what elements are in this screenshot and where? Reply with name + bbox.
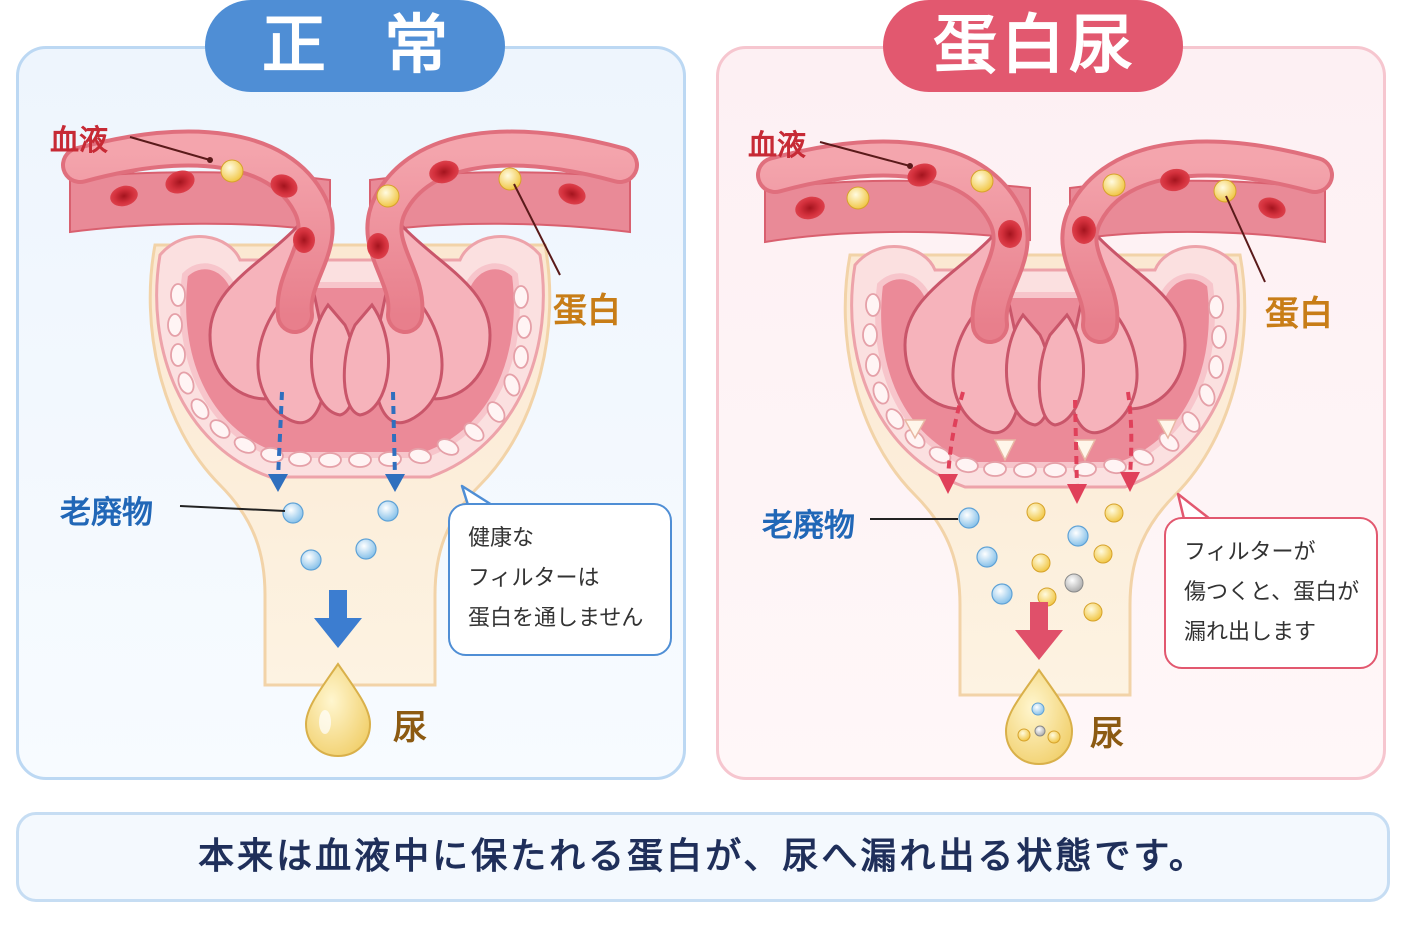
callout-line: 漏れ出します <box>1184 620 1317 645</box>
urine-drop-icon <box>304 662 372 758</box>
normal-diagram <box>70 137 630 758</box>
urine-drop-icon <box>1004 668 1074 766</box>
arrow-down-icon <box>1015 602 1063 660</box>
protein-particle-icon <box>220 159 522 208</box>
normal-callout: 健康な フィルターは 蛋白を通しません <box>448 503 672 656</box>
protein-particle-icon <box>846 169 1237 210</box>
proteinuria-callout: フィルターが 傷つくと、蛋白が 漏れ出します <box>1164 517 1378 669</box>
red-blood-cell-icon <box>795 163 1286 248</box>
waste-particle-icon <box>958 507 1089 605</box>
normal-title: 正 常 <box>205 0 505 92</box>
proteinuria-title: 蛋白尿 <box>883 0 1183 92</box>
callout-line: フィルターが <box>1184 540 1316 565</box>
callout-line: 傷つくと、蛋白が <box>1184 580 1360 605</box>
protein-label: 蛋白 <box>553 291 621 331</box>
protein-label: 蛋白 <box>1265 294 1333 334</box>
blood-label: 血液 <box>50 123 109 157</box>
blood-label: 血液 <box>748 128 807 162</box>
leak-arrow <box>946 391 1134 489</box>
callout-line: フィルターは <box>468 566 600 591</box>
callout-line: 蛋白を通しません <box>468 606 644 631</box>
proteinuria-diagram <box>765 142 1325 766</box>
summary-caption: 本来は血液中に保たれる蛋白が、尿へ漏れ出る状態です。 <box>16 812 1390 902</box>
filtration-arrow <box>276 391 397 479</box>
urine-label: 尿 <box>393 708 427 748</box>
red-blood-cell-icon <box>110 160 586 259</box>
waste-particle-icon <box>282 500 399 571</box>
callout-line: 健康な <box>468 526 535 551</box>
urine-label: 尿 <box>1090 714 1124 754</box>
arrow-down-icon <box>314 590 362 648</box>
waste-label: 老廃物 <box>60 495 153 531</box>
waste-label: 老廃物 <box>762 508 855 544</box>
